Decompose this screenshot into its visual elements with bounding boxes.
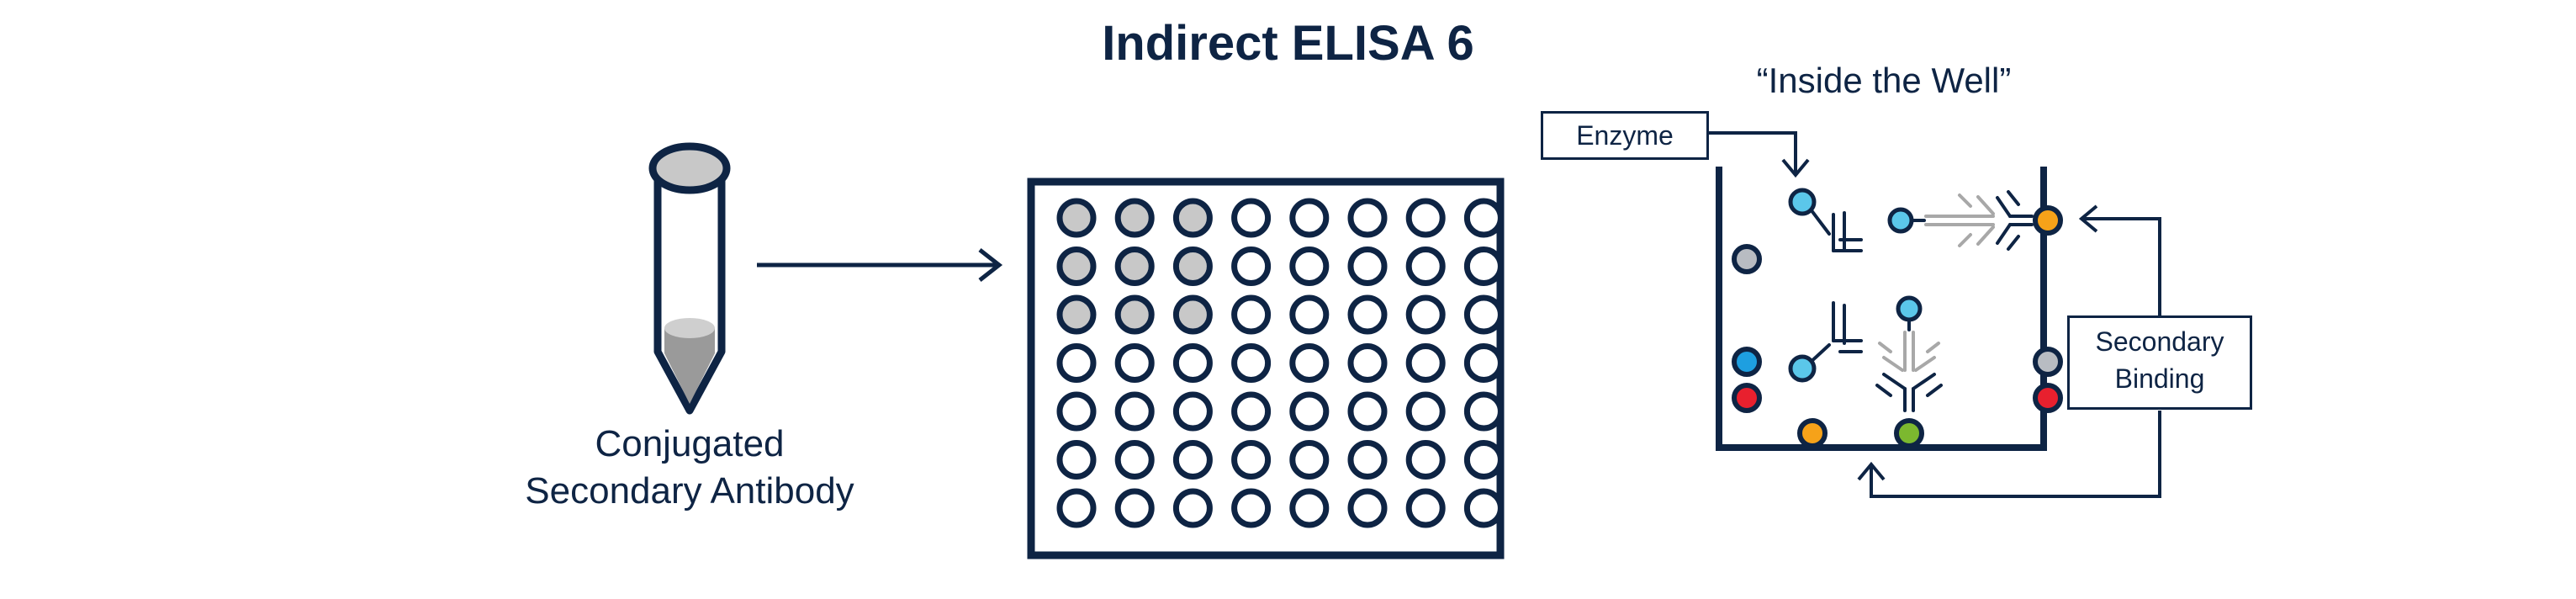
- empty-well: [1405, 294, 1446, 335]
- filled-well: [1114, 246, 1155, 286]
- empty-well: [1056, 440, 1097, 480]
- empty-well: [1347, 246, 1388, 286]
- empty-well: [1231, 343, 1272, 383]
- filled-well: [1114, 294, 1155, 335]
- well-caption: “Inside the Well”: [1756, 61, 2012, 100]
- empty-well: [1405, 488, 1446, 528]
- empty-well: [1231, 391, 1272, 432]
- empty-well: [1463, 440, 1504, 480]
- tube-label: Conjugated Secondary Antibody: [471, 421, 908, 515]
- empty-well: [1172, 391, 1213, 432]
- empty-well: [1347, 198, 1388, 238]
- empty-well: [1231, 488, 1272, 528]
- empty-well: [1463, 294, 1504, 335]
- empty-well: [1347, 343, 1388, 383]
- filled-well: [1056, 198, 1097, 238]
- antigen-icon: [1732, 205, 2063, 448]
- empty-well: [1289, 440, 1330, 480]
- tube-label-line1: Conjugated: [595, 423, 785, 464]
- empty-well: [1289, 391, 1330, 432]
- filled-well: [1172, 294, 1213, 335]
- empty-well: [1172, 488, 1213, 528]
- conjugate-tube-icon: [648, 142, 731, 415]
- empty-well: [1347, 294, 1388, 335]
- empty-well: [1405, 391, 1446, 432]
- empty-well: [1289, 198, 1330, 238]
- empty-well: [1463, 246, 1504, 286]
- empty-well: [1289, 294, 1330, 335]
- empty-well: [1405, 246, 1446, 286]
- microplate-wells: [1056, 198, 1504, 528]
- empty-well: [1347, 488, 1388, 528]
- bound-antibody-complex-icon: [1887, 190, 2034, 251]
- secondary-binding-line1: Secondary: [2095, 326, 2224, 357]
- filled-well: [1172, 246, 1213, 286]
- empty-well: [1463, 343, 1504, 383]
- empty-well: [1114, 343, 1155, 383]
- empty-well: [1405, 198, 1446, 238]
- diagram-title: Indirect ELISA 6: [1102, 16, 1474, 71]
- empty-well: [1056, 343, 1097, 383]
- empty-well: [1056, 488, 1097, 528]
- empty-well: [1172, 440, 1213, 480]
- empty-well: [1463, 391, 1504, 432]
- bound-antibody-complex-icon: [1875, 295, 1943, 412]
- empty-well: [1405, 343, 1446, 383]
- empty-well: [1289, 246, 1330, 286]
- empty-well: [1289, 343, 1330, 383]
- secondary-antibody-icon: [1788, 301, 1863, 383]
- empty-well: [1114, 391, 1155, 432]
- enzyme-label-box: Enzyme: [1541, 111, 1709, 160]
- secondary-antibody-icon: [1788, 188, 1863, 252]
- secondary-binding-arrows: [1857, 204, 2161, 498]
- filled-well: [1056, 294, 1097, 335]
- tube-label-line2: Secondary Antibody: [525, 470, 854, 512]
- empty-well: [1114, 488, 1155, 528]
- secondary-binding-line2: Binding: [2114, 363, 2205, 394]
- transfer-arrow: [757, 248, 1003, 282]
- secondary-binding-label-box: Secondary Binding: [2067, 315, 2252, 410]
- enzyme-pointer-arrow: [1709, 131, 1810, 178]
- filled-well: [1114, 198, 1155, 238]
- empty-well: [1231, 198, 1272, 238]
- empty-well: [1289, 488, 1330, 528]
- filled-well: [1056, 246, 1097, 286]
- empty-well: [1056, 391, 1097, 432]
- empty-well: [1463, 198, 1504, 238]
- empty-well: [1463, 488, 1504, 528]
- empty-well: [1231, 440, 1272, 480]
- well-cross-section: [1716, 167, 2047, 451]
- empty-well: [1114, 440, 1155, 480]
- empty-well: [1172, 343, 1213, 383]
- empty-well: [1347, 440, 1388, 480]
- empty-well: [1231, 294, 1272, 335]
- filled-well: [1172, 198, 1213, 238]
- empty-well: [1405, 440, 1446, 480]
- empty-well: [1347, 391, 1388, 432]
- empty-well: [1231, 246, 1272, 286]
